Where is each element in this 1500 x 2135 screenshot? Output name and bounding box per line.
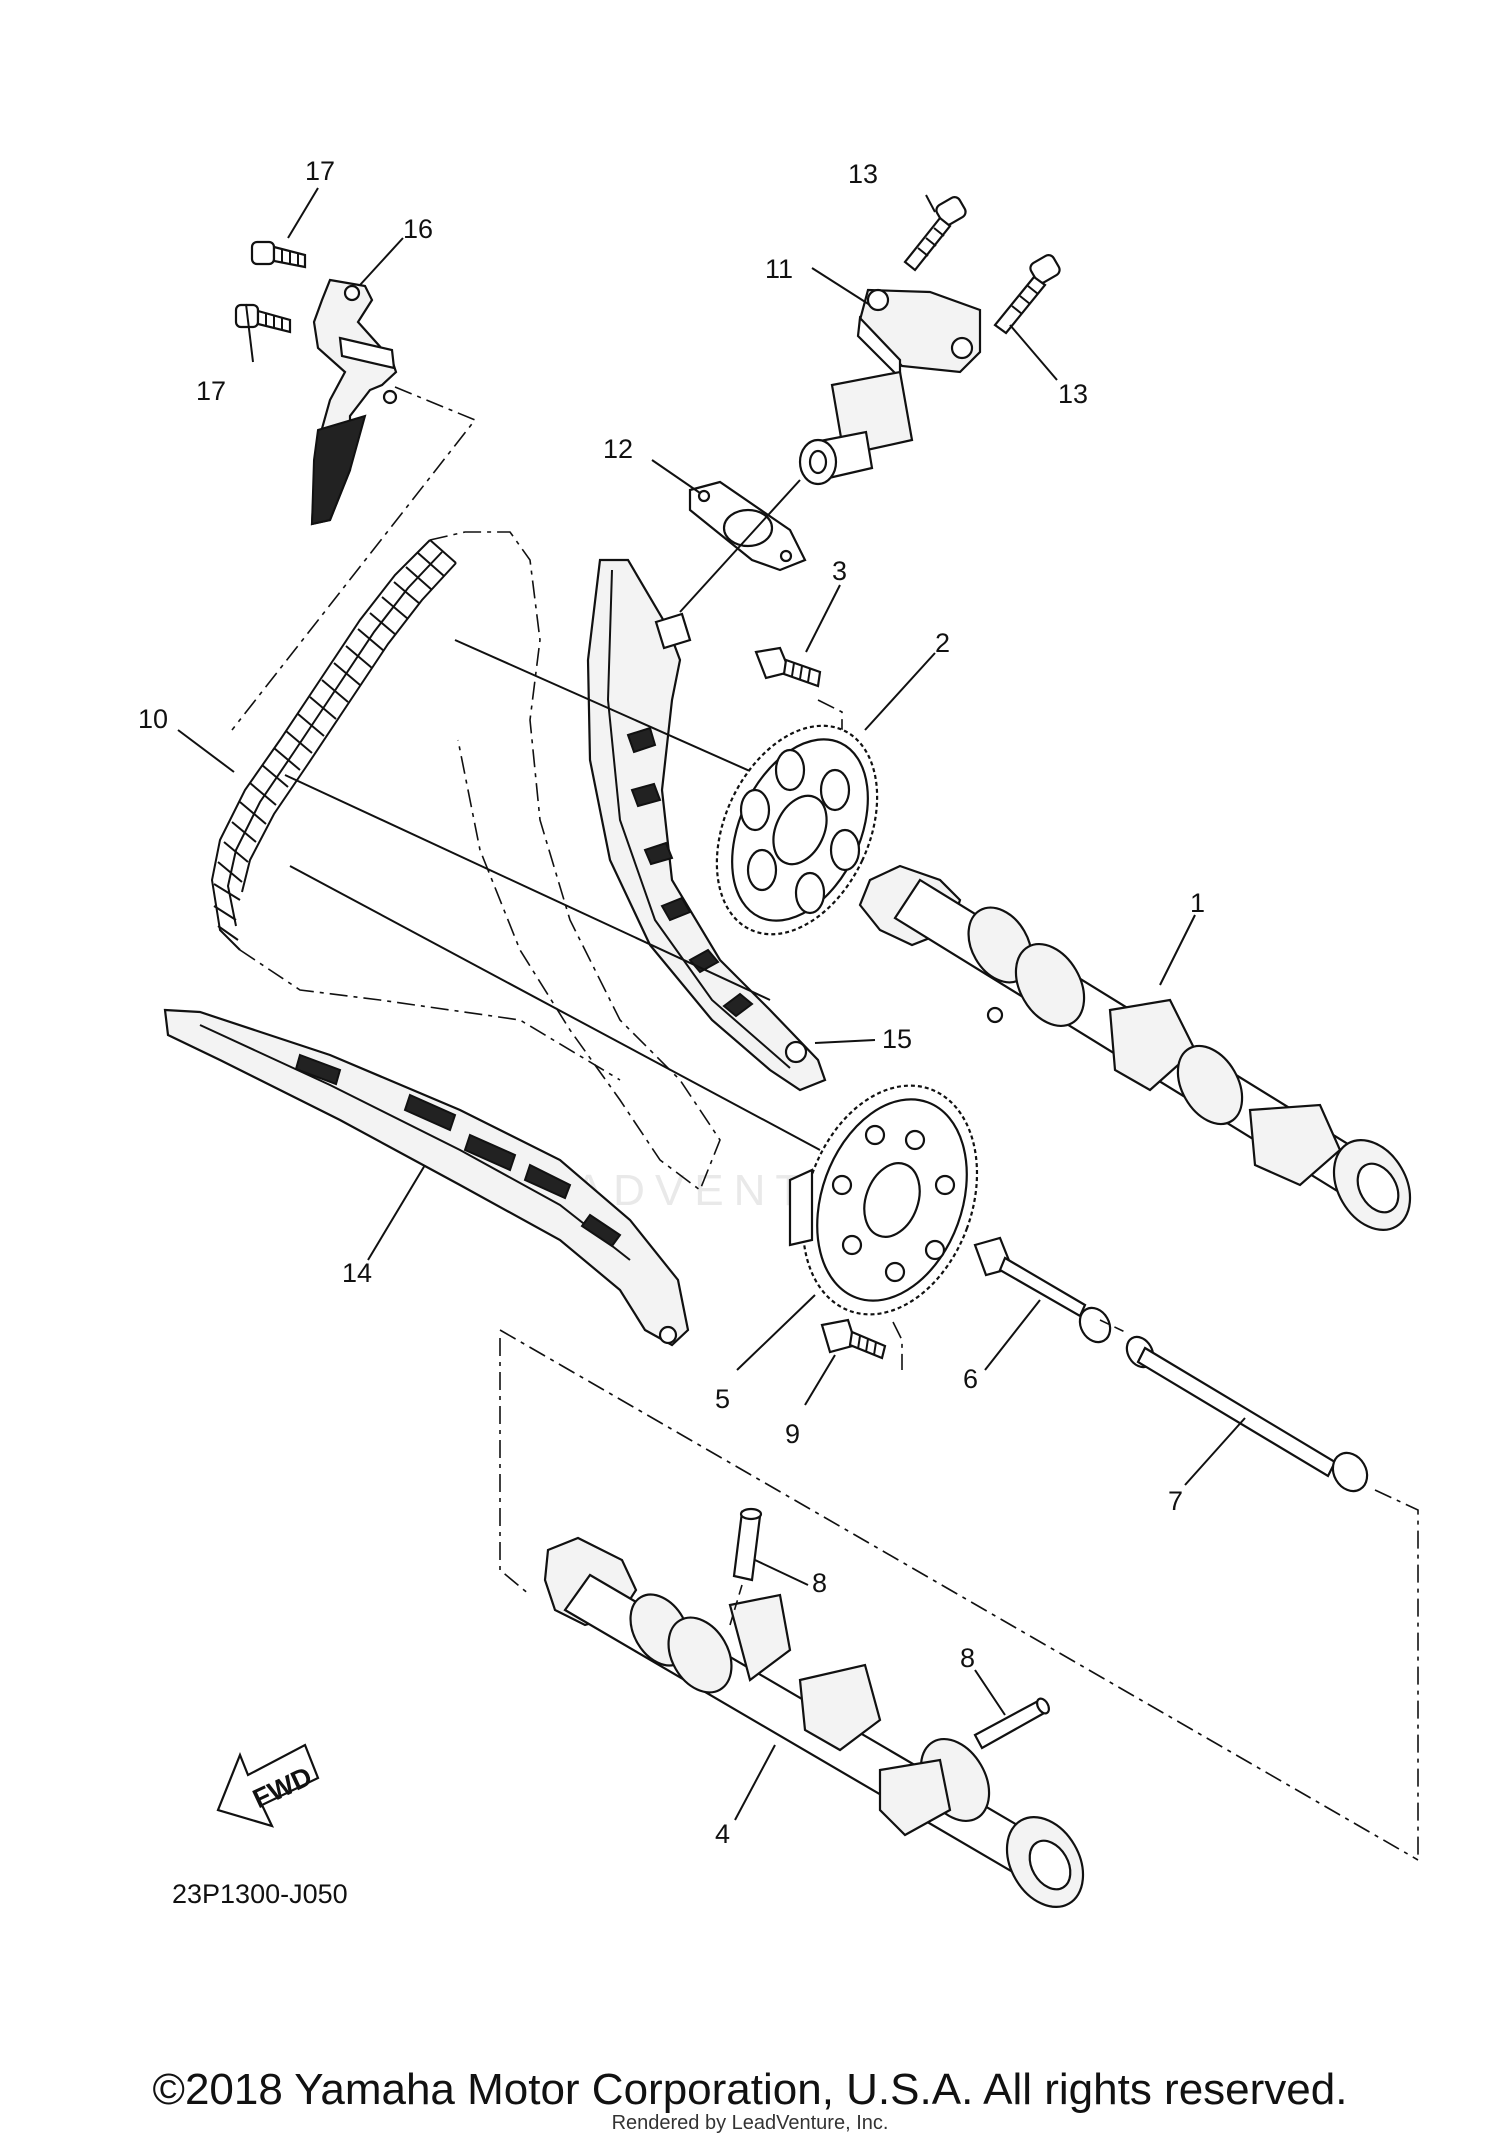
part-7-shaft [1125, 1335, 1369, 1493]
label-17-a: 17 [305, 156, 335, 186]
part-10-cam-chain [210, 531, 721, 1192]
part-3-bolt [754, 646, 822, 688]
part-11-cam-chain-tensioner [798, 288, 982, 486]
label-15: 15 [882, 1024, 912, 1054]
label-13-b: 13 [1058, 379, 1088, 409]
label-1: 1 [1190, 888, 1205, 918]
diagram-code: 23P1300-J050 [172, 1879, 348, 1909]
part-13-bolt-lower [993, 254, 1061, 335]
part-4-camshaft [543, 1536, 1085, 1909]
part-16-chain-guide-bracket [310, 278, 398, 526]
label-8-b: 8 [960, 1643, 975, 1673]
part-17-bolt-lower [234, 303, 292, 334]
label-6: 6 [963, 1364, 978, 1394]
label-9: 9 [785, 1419, 800, 1449]
part-9-bolt [820, 1318, 887, 1360]
part-14-chain-guide [163, 1008, 690, 1347]
part-8-pin-upper [732, 1507, 763, 1582]
label-12: 12 [603, 434, 633, 464]
part-6-shaft [973, 1236, 1112, 1344]
label-14: 14 [342, 1258, 372, 1288]
label-7: 7 [1168, 1486, 1183, 1516]
part-5-camshaft-sprocket [788, 1084, 979, 1316]
fwd-arrow-icon: FWD [216, 1743, 320, 1828]
part-8-pin-lower [973, 1697, 1050, 1750]
part-17-bolt-upper [250, 240, 307, 269]
label-16: 16 [403, 214, 433, 244]
label-5: 5 [715, 1384, 730, 1414]
label-2: 2 [935, 628, 950, 658]
label-3: 3 [832, 556, 847, 586]
part-13-bolt-upper [903, 196, 967, 272]
rendered-by-notice: Rendered by LeadVenture, Inc. [611, 2112, 889, 2134]
label-13-a: 13 [848, 159, 878, 189]
label-4: 4 [715, 1819, 730, 1849]
copyright-notice: ©2018 Yamaha Motor Corporation, U.S.A. A… [152, 2065, 1348, 2114]
label-8-a: 8 [812, 1568, 827, 1598]
part-1-camshaft [858, 864, 1412, 1232]
part-2-camshaft-sprocket [715, 724, 879, 936]
label-10: 10 [138, 704, 168, 734]
label-17-b: 17 [196, 376, 226, 406]
part-12-tensioner-gasket [688, 480, 807, 572]
part-15-chain-guide [586, 558, 827, 1092]
label-11: 11 [765, 254, 793, 284]
